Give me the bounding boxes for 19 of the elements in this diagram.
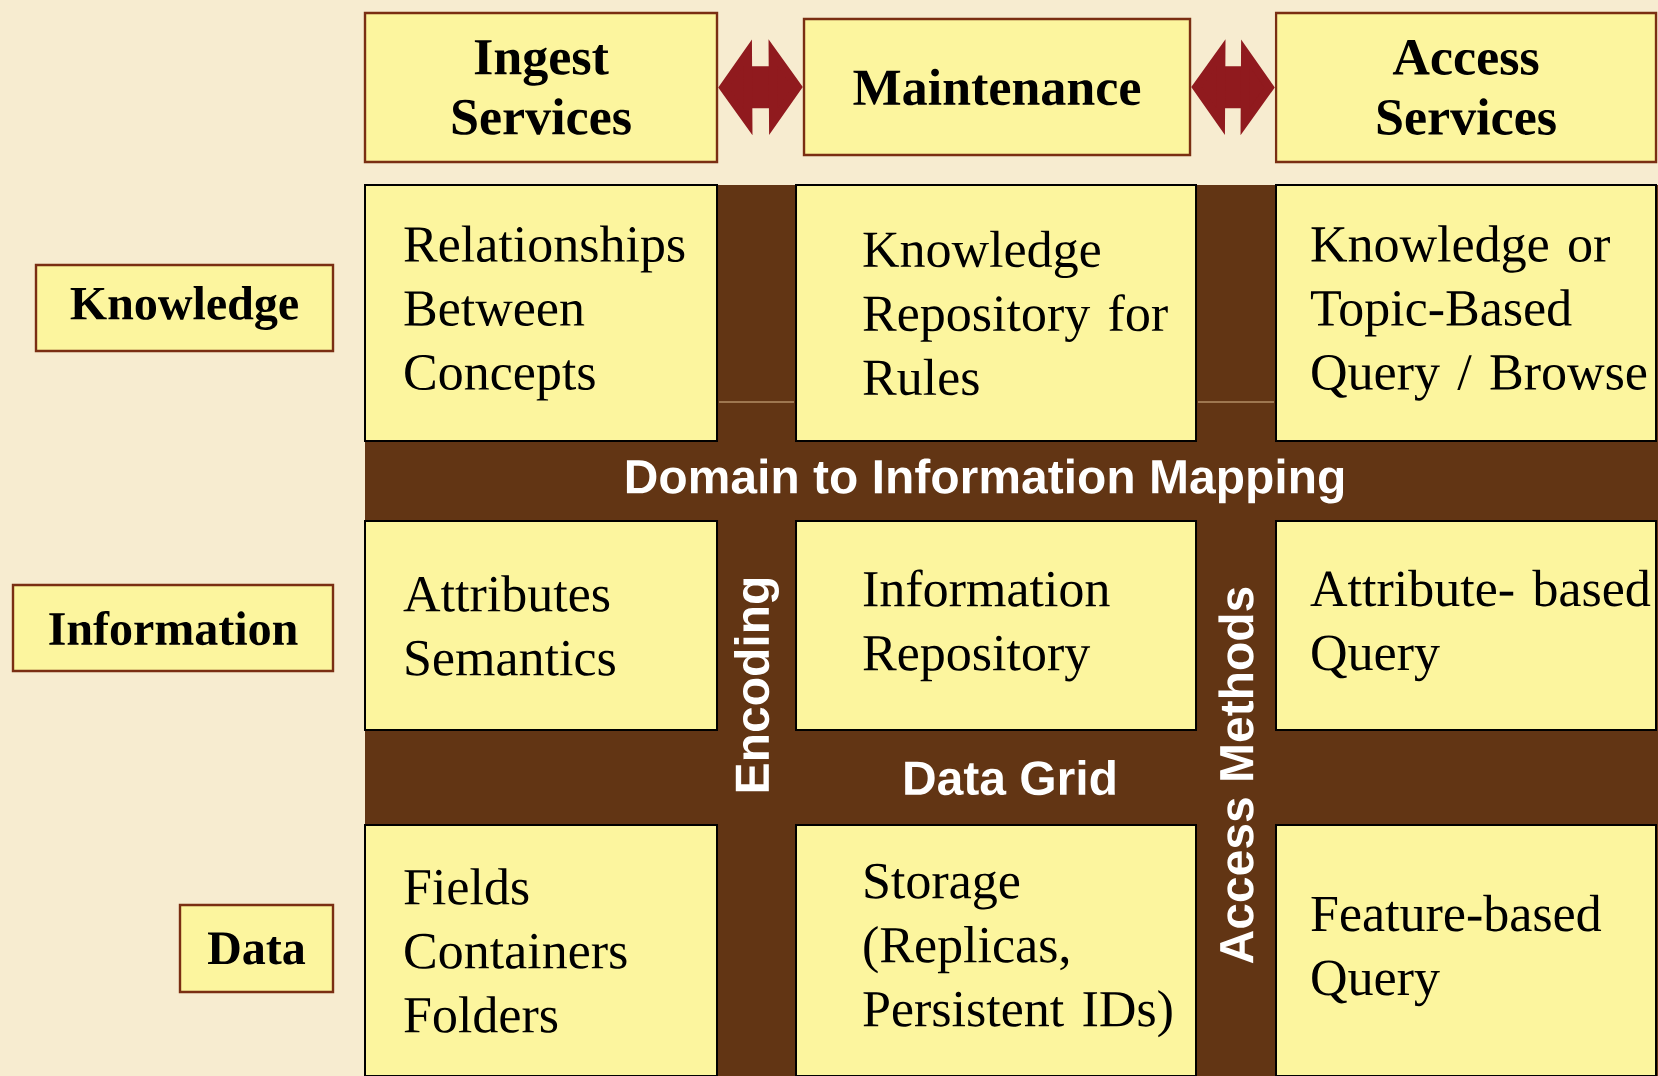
band-label: Domain to Information Mapping [626,458,1344,504]
band-label: Data Grid [905,759,1115,796]
cell-box: Information Repository [795,520,1197,731]
cell-box: Feature-based Query [1275,824,1658,1076]
cell-box: Fields Containers Folders [364,824,718,1076]
row-label: Information [11,583,335,673]
band-label: Access Methods [1218,587,1254,964]
band-label: Encoding [734,578,779,792]
service-box: Ingest Services [363,11,719,164]
row-label: Data [178,903,335,994]
row-label: Knowledge [34,263,335,353]
service-box: Access Services [1274,11,1658,164]
cell-box: Knowledge Repository for Rules [795,184,1197,442]
service-box: Maintenance [802,17,1192,157]
cell-box: Knowledge or Topic-Based Query / Browse [1275,184,1658,442]
cell-box: Storage (Replicas, Persistent IDs) [795,824,1197,1076]
cell-box: Relationships Between Concepts [364,184,718,442]
cell-box: Attributes Semantics [364,520,718,731]
cell-box: Attribute- based Query [1275,520,1658,731]
